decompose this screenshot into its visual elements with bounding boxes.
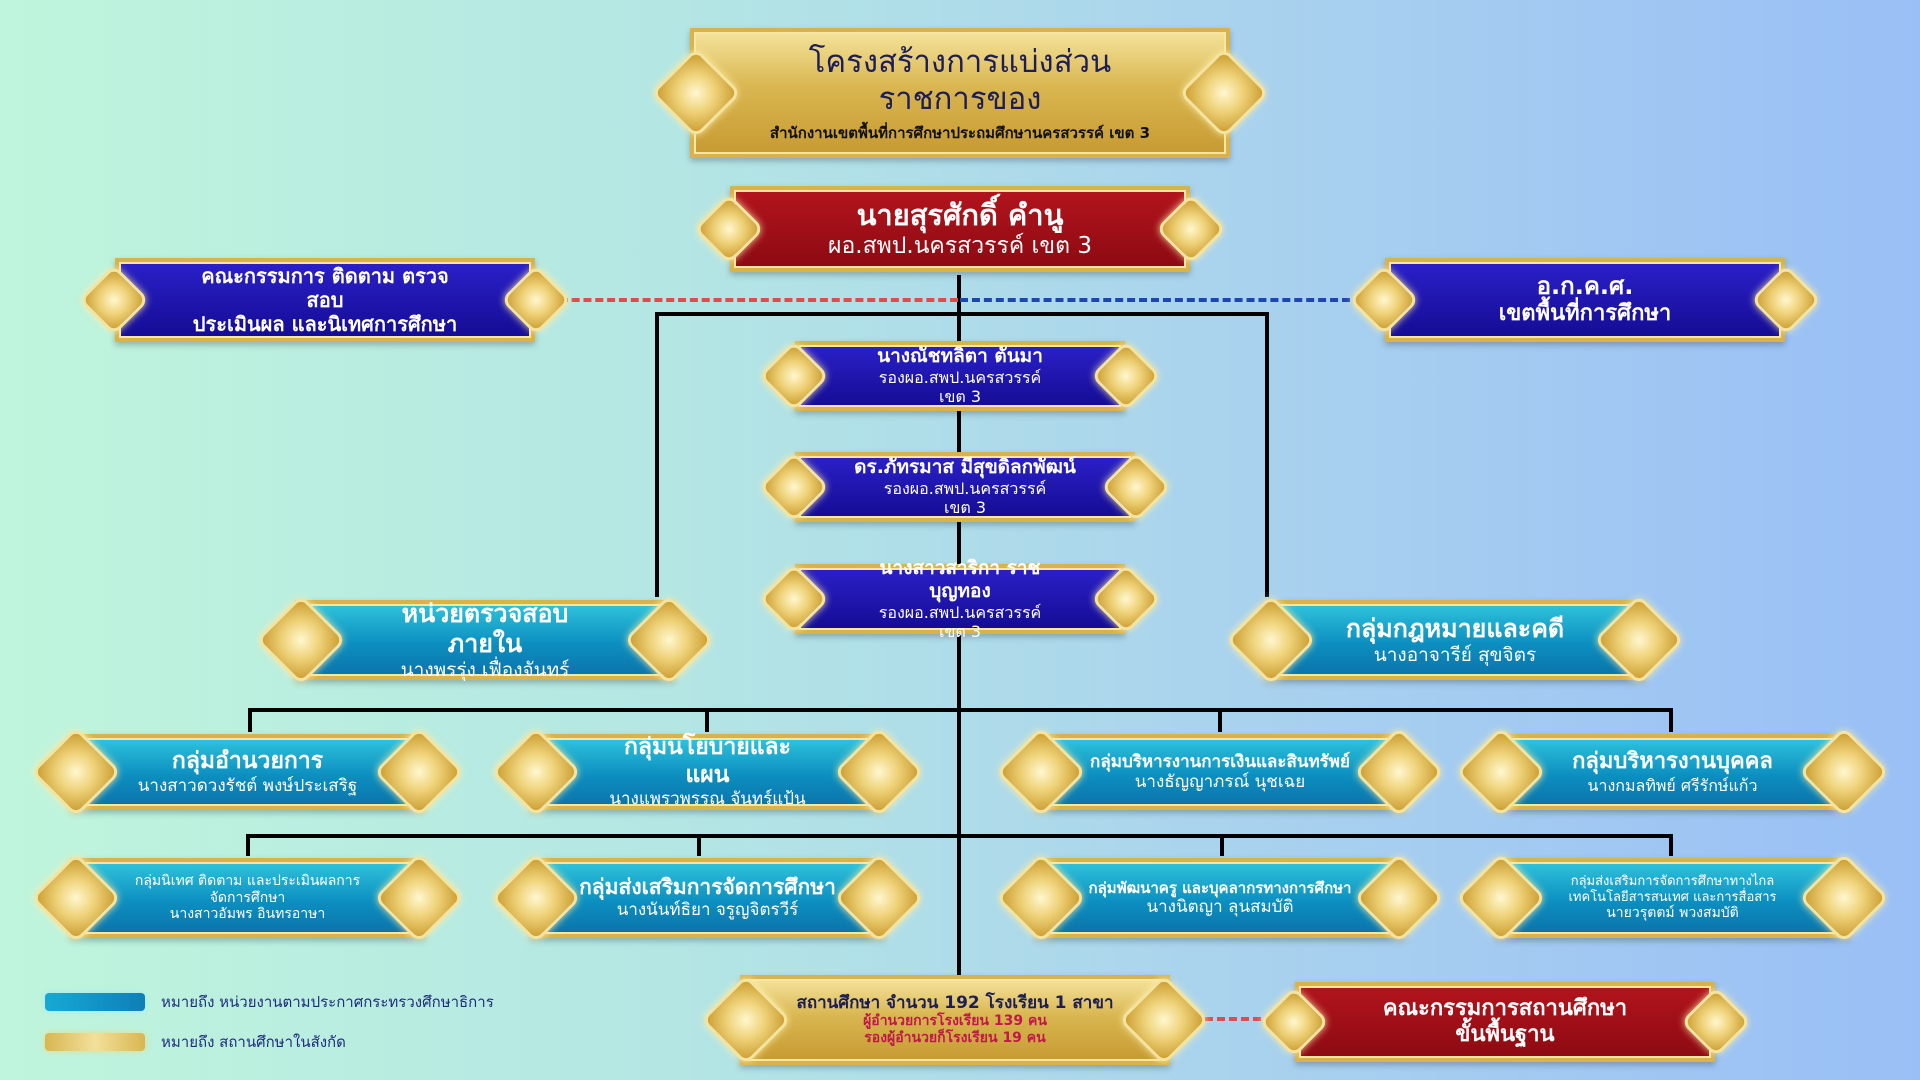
deputy-box-1: นางณัชทลิตา ตันมา รองผอ.สพป.นครสวรรค์ เข… — [795, 341, 1125, 411]
deputy-position-1: รองผอ.สพป.นครสวรรค์ เขต 3 — [878, 368, 1042, 407]
group-row2-3: กลุ่มพัฒนาครู และบุคลากรทางการศึกษา นางน… — [1035, 858, 1405, 938]
audit-unit-box: หน่วยตรวจสอบภายใน นางพรรุ่ง เฟื่องจันทร์ — [295, 598, 675, 681]
audit-unit-head: นางพรรุ่ง เฟื่องจันทร์ — [400, 658, 570, 681]
legend-gold: หมายถึง สถานศึกษาในสังกัด — [45, 1030, 346, 1054]
basic-committee-box: คณะกรรมการสถานศึกษา ขั้นพื้นฐาน — [1295, 982, 1715, 1062]
schools-directors: ผู้อำนวยการโรงเรียน 139 คน — [863, 1013, 1047, 1030]
legend-teal: หมายถึง หน่วยงานตามประกาศกระทรวงศึกษาธิก… — [45, 990, 494, 1014]
connector-top-horizontal — [655, 312, 1269, 316]
deputy-position-2: รองผอ.สพป.นครสวรรค์ เขต 3 — [883, 479, 1047, 518]
deputy-name-2: ดร.ภัทรมาส มีสุขดิลกพัฒน์ — [854, 456, 1076, 479]
deputy-box-2: ดร.ภัทรมาส มีสุขดิลกพัฒน์ รองผอ.สพป.นครส… — [795, 452, 1135, 522]
dashed-link-right-committee — [960, 298, 1350, 302]
basic-committee-line2: ขั้นพื้นฐาน — [1455, 1022, 1555, 1047]
dashed-link-left-committee — [548, 298, 958, 302]
group-row1-2: กลุ่มนโยบายและแผน นางแพรวพรรณ จันทร์แป้น — [530, 734, 885, 810]
legend-gold-text: หมายถึง สถานศึกษาในสังกัด — [161, 1033, 346, 1051]
director-position: ผอ.สพป.นครสวรรค์ เขต 3 — [828, 232, 1092, 259]
group-row2-name-2: กลุ่มส่งเสริมการจัดการศึกษา — [579, 875, 836, 900]
legal-group-box: กลุ่มกฎหมายและคดี นางอาจารีย์ สุขจิตร — [1265, 600, 1645, 680]
group-row1-name-3: กลุ่มบริหารงานการเงินและสินทรัพย์ — [1090, 751, 1350, 772]
group-row1-head-1: นางสาวดวงรัชต์ พงษ์ประเสริฐ — [137, 775, 358, 796]
dashed-link-school-committee — [1205, 1017, 1261, 1021]
legal-group-head: นางอาจารีย์ สุขจิตร — [1373, 643, 1537, 666]
connector-row2-horizontal — [246, 834, 1673, 838]
basic-committee-line1: คณะกรรมการสถานศึกษา — [1382, 995, 1628, 1021]
group-row2-name-1: กลุ่มนิเทศ ติดตาม และประเมินผลการจัดการศ… — [134, 872, 361, 906]
deputy-name-3: นางสาวสาริกา ราชบุญทอง — [879, 557, 1041, 602]
committee-left-line1: คณะกรรมการ ติดตาม ตรวจสอบ — [201, 264, 449, 312]
connector-left-drop — [655, 312, 659, 597]
group-row1-3: กลุ่มบริหารงานการเงินและสินทรัพย์ นางธัญ… — [1035, 734, 1405, 810]
deputy-box-3: นางสาวสาริกา ราชบุญทอง รองผอ.สพป.นครสวรร… — [795, 557, 1125, 641]
group-row1-head-2: นางแพรวพรรณ จันทร์แป้น — [609, 789, 806, 810]
schools-deputy-directors: รองผู้อำนวยก็โรงเรียน 19 คน — [864, 1030, 1046, 1047]
connector-row2-drop-1 — [246, 834, 250, 856]
schools-box: สถานศึกษา จำนวน 192 โรงเรียน 1 สาขา ผู้อ… — [740, 975, 1170, 1065]
group-row1-head-3: นางธัญญาภรณ์ นุชเฉย — [1134, 772, 1306, 792]
committee-right-box: อ.ก.ค.ศ. เขตพื้นที่การศึกษา — [1385, 258, 1785, 342]
committee-left-box: คณะกรรมการ ติดตาม ตรวจสอบ ประเมินผล และน… — [115, 258, 535, 342]
connector-right-drop — [1265, 312, 1269, 597]
group-row1-name-2: กลุ่มนโยบายและแผน — [624, 734, 791, 788]
deputy-position-3: รองผอ.สพป.นครสวรรค์ เขต 3 — [878, 602, 1042, 641]
deputy-name-1: นางณัชทลิตา ตันมา — [877, 345, 1043, 368]
connector-row1-drop-3 — [1218, 708, 1222, 732]
committee-left-line2: ประเมินผล และนิเทศการศึกษา — [192, 312, 458, 336]
chart-title-banner: โครงสร้างการแบ่งส่วนราชการของ สำนักงานเข… — [690, 28, 1230, 158]
group-row2-head-2: นางนันท์ธิยา จรูญจิตรวีร์ — [616, 900, 799, 921]
group-row2-2: กลุ่มส่งเสริมการจัดการศึกษา นางนันท์ธิยา… — [530, 858, 885, 938]
legend-teal-swatch — [45, 993, 145, 1011]
legend-gold-swatch — [45, 1033, 145, 1051]
connector-row1-horizontal — [248, 708, 1673, 712]
legal-group-name: กลุ่มกฎหมายและคดี — [1345, 613, 1565, 643]
group-row2-head-1: นางสาวอัมพร อินทรอาษา — [169, 906, 326, 923]
committee-right-line2: เขตพื้นที่การศึกษา — [1498, 301, 1672, 327]
connector-row1-drop-2 — [705, 708, 709, 732]
group-row1-1: กลุ่มอำนวยการ นางสาวดวงรัชต์ พงษ์ประเสริ… — [70, 734, 425, 810]
group-row1-head-4: นางกมลทิพย์ ศรีรักษ์แก้ว — [1587, 775, 1758, 795]
legend-teal-text: หมายถึง หน่วยงานตามประกาศกระทรวงศึกษาธิก… — [161, 993, 494, 1011]
connector-row2-drop-3 — [1220, 834, 1224, 856]
committee-right-line1: อ.ก.ค.ศ. — [1536, 272, 1634, 301]
connector-row1-drop-4 — [1669, 708, 1673, 732]
chart-subtitle: สำนักงานเขตพื้นที่การศึกษาประถมศึกษานครส… — [769, 124, 1151, 143]
director-box: นายสุรศักดิ์ คำนู ผอ.สพป.นครสวรรค์ เขต 3 — [730, 186, 1190, 272]
group-row2-name-4: กลุ่มส่งเสริมการจัดการศึกษาทางไกล เทคโนโ… — [1568, 874, 1777, 905]
connector-row1-drop-1 — [248, 708, 252, 732]
director-name: นายสุรศักดิ์ คำนู — [856, 197, 1064, 232]
group-row1-name-1: กลุ่มอำนวยการ — [171, 748, 324, 774]
group-row2-4: กลุ่มส่งเสริมการจัดการศึกษาทางไกล เทคโนโ… — [1495, 858, 1850, 938]
group-row1-name-4: กลุ่มบริหารงานบุคคล — [1572, 749, 1773, 775]
group-row2-1: กลุ่มนิเทศ ติดตาม และประเมินผลการจัดการศ… — [70, 858, 425, 938]
group-row2-head-3: นางนิตญา ลุนสมบัติ — [1146, 896, 1294, 917]
connector-row2-drop-2 — [697, 834, 701, 856]
chart-title: โครงสร้างการแบ่งส่วนราชการของ — [808, 43, 1112, 117]
audit-unit-name: หน่วยตรวจสอบภายใน — [401, 598, 569, 658]
group-row2-head-4: นายวรุตตม์ พวงสมบัติ — [1606, 905, 1739, 922]
group-row2-name-3: กลุ่มพัฒนาครู และบุคลากรทางการศึกษา — [1088, 878, 1352, 897]
connector-row2-drop-4 — [1669, 834, 1673, 856]
schools-count: สถานศึกษา จำนวน 192 โรงเรียน 1 สาขา — [796, 993, 1114, 1013]
group-row1-4: กลุ่มบริหารงานบุคคล นางกมลทิพย์ ศรีรักษ์… — [1495, 734, 1850, 810]
